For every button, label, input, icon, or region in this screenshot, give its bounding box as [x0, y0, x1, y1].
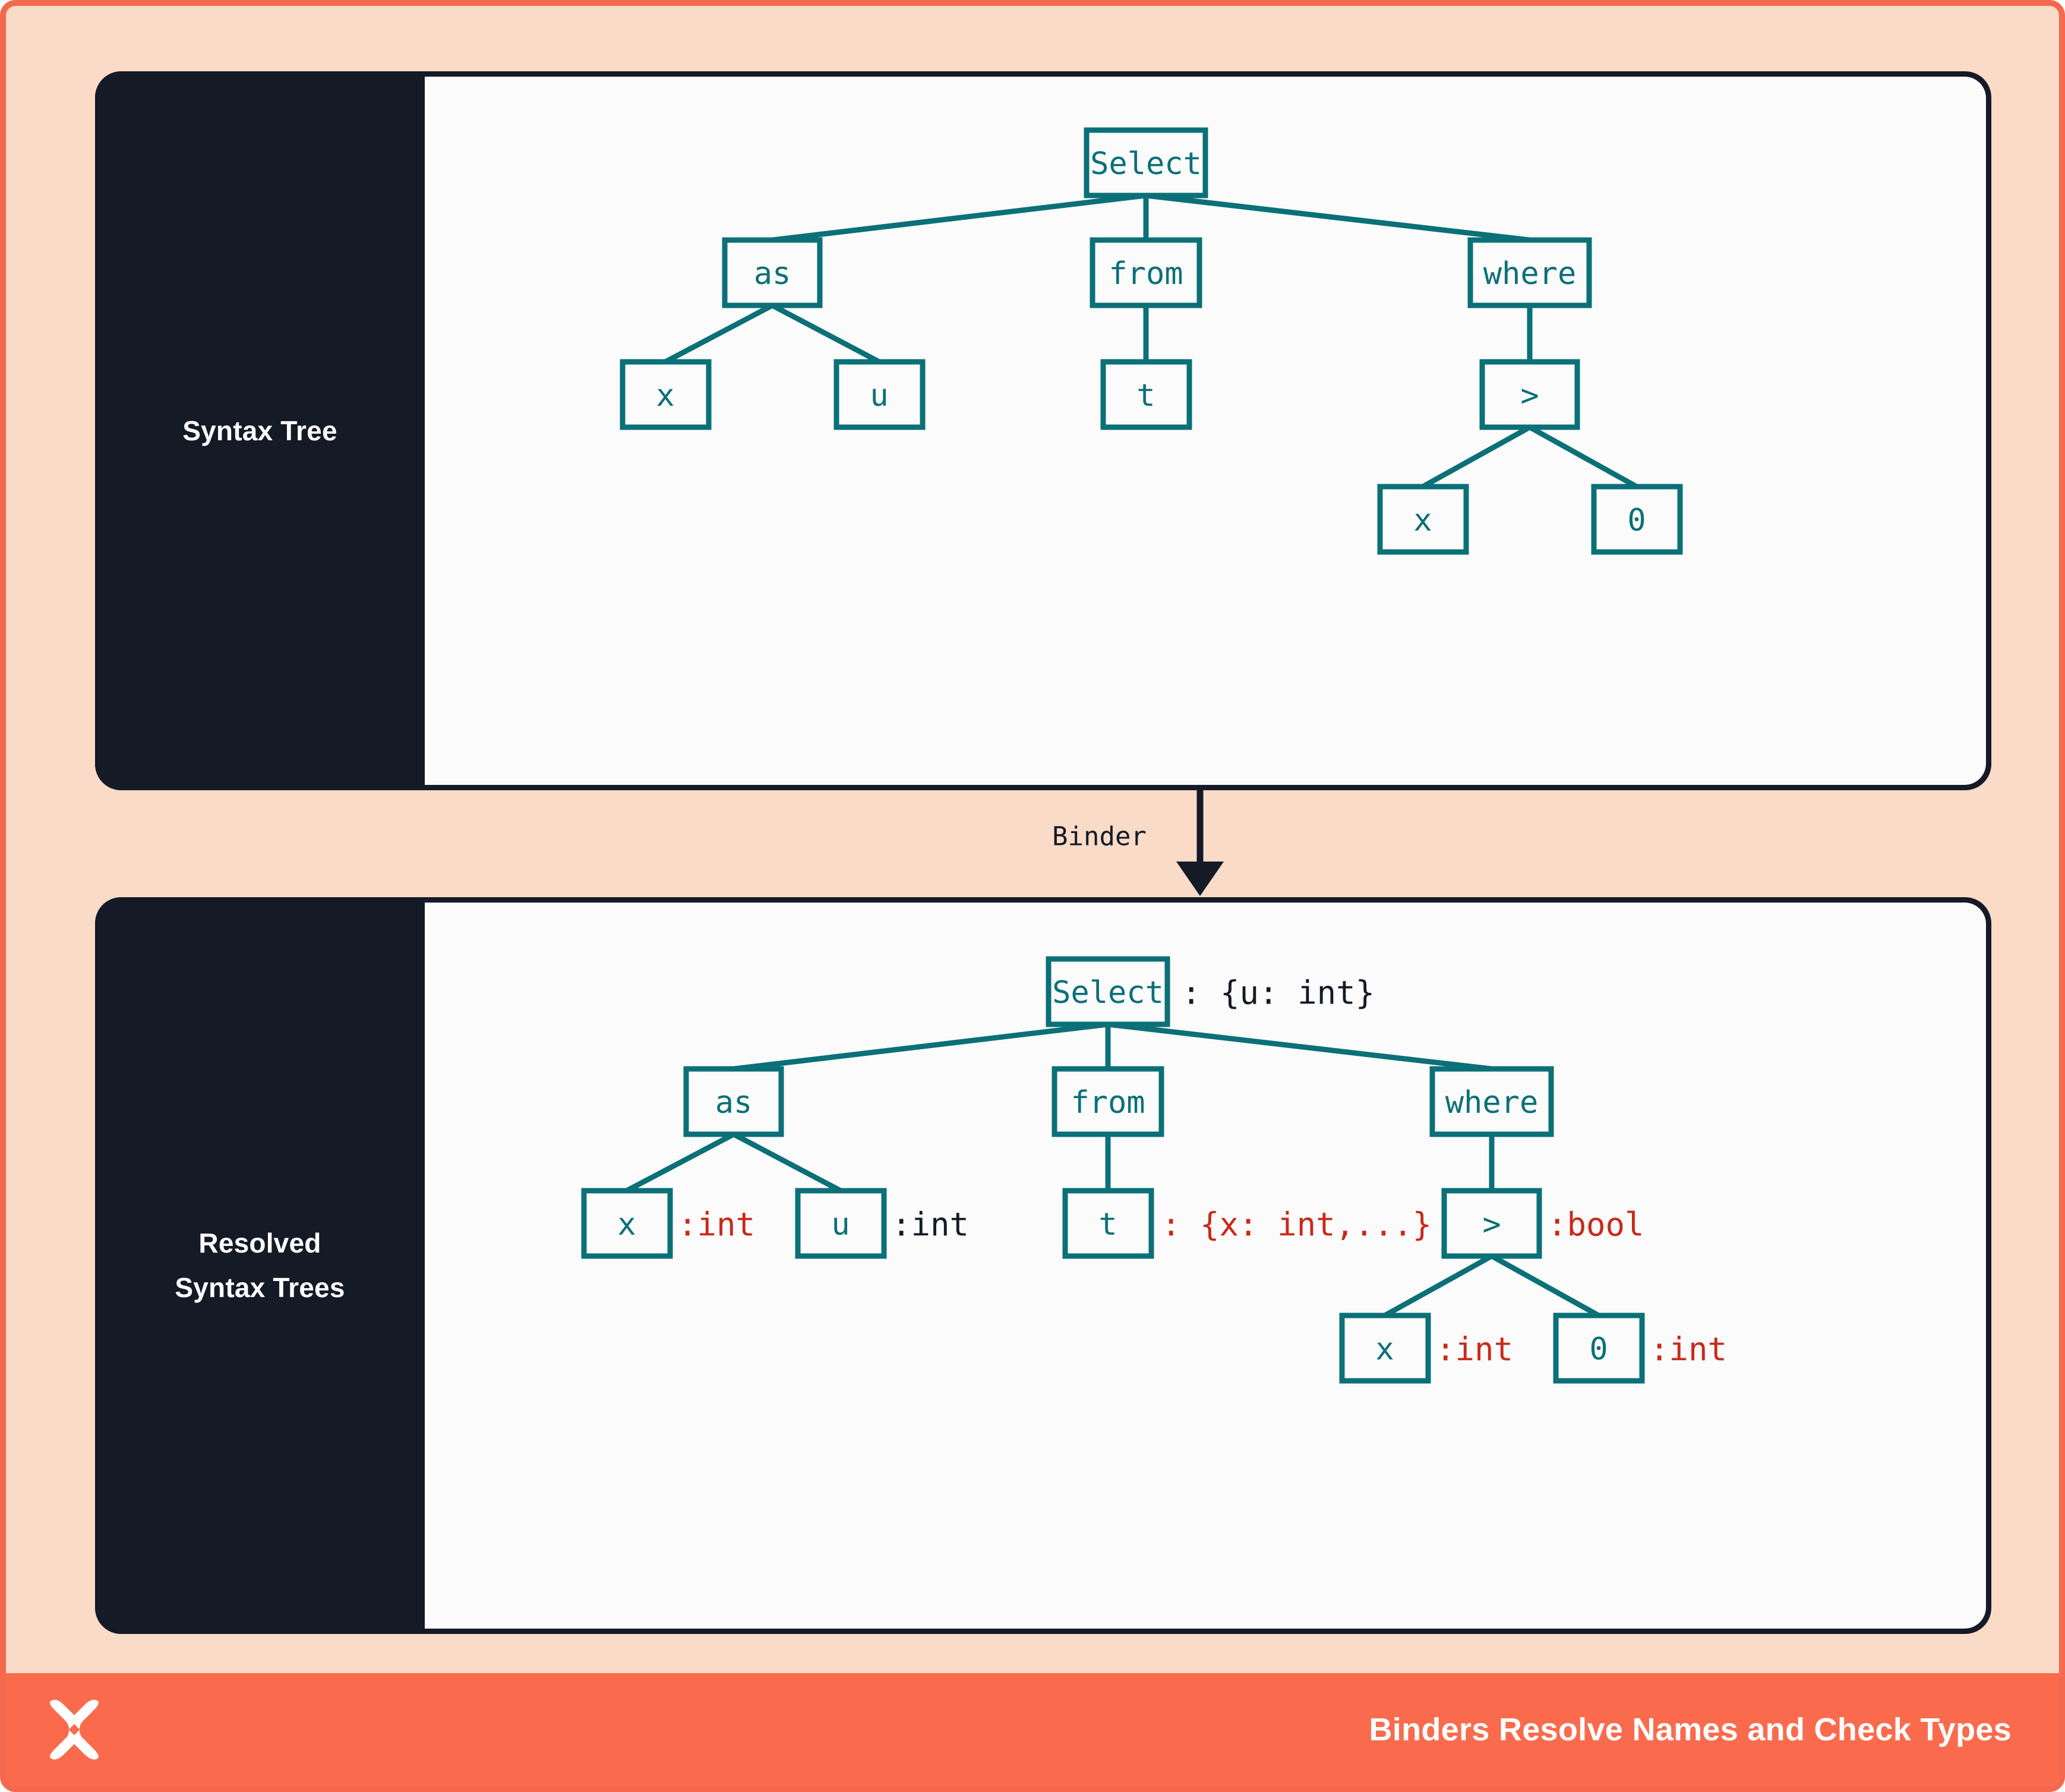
tree-node-greater-than[interactable]: >	[1479, 359, 1580, 430]
binder-connector: Binder	[95, 790, 1991, 897]
brand-logo[interactable]	[42, 1691, 119, 1768]
tree-node-label: u	[831, 1207, 850, 1242]
sidebar-label-line-2: Syntax Trees	[175, 1272, 345, 1303]
tree-node-label: where	[1445, 1085, 1539, 1121]
tree-node-label: 0	[1627, 503, 1646, 538]
resolved-tree-nodes: Select : {u: int} as from	[581, 956, 1727, 1384]
tree-node-select[interactable]: Select	[1046, 956, 1170, 1027]
tree-node-from[interactable]: from	[1090, 237, 1202, 308]
tree-node-label: x	[617, 1207, 636, 1242]
tree-node-as-x[interactable]: x	[581, 1188, 673, 1259]
tree-node-label: x	[1413, 503, 1432, 538]
x-butterfly-logo-icon	[50, 1699, 99, 1760]
tree-node-as[interactable]: as	[683, 1066, 784, 1137]
tree-node-annotation-select: : {u: int}	[1182, 974, 1375, 1012]
footer-bar: Binders Resolve Names and Check Types	[6, 1673, 2059, 1786]
tree-node-from[interactable]: from	[1052, 1066, 1164, 1137]
resolved-tree-edges	[625, 1021, 1600, 1318]
tree-node-label: from	[1109, 256, 1183, 292]
tree-node-label: from	[1071, 1085, 1145, 1121]
tree-node-as-u[interactable]: u	[795, 1188, 887, 1259]
tree-node-label: as	[754, 256, 791, 292]
tree-node-label: Select	[1052, 975, 1164, 1011]
tree-node-gt-zero[interactable]: 0	[1591, 484, 1683, 555]
tree-node-label: t	[1136, 378, 1155, 414]
down-arrow-icon	[1176, 790, 1224, 896]
tree-node-annotation-from-t: : {x: int,...}	[1161, 1206, 1432, 1244]
tree-node-where[interactable]: where	[1429, 1066, 1554, 1137]
syntax-tree-graphic: Select as from where	[620, 127, 1683, 555]
binder-label: Binder	[1052, 822, 1147, 852]
tree-node-annotation-as-x: :int	[678, 1206, 755, 1244]
tree-node-gt-zero[interactable]: 0	[1553, 1313, 1645, 1384]
tree-node-label: 0	[1589, 1332, 1608, 1367]
tree-node-label: u	[870, 378, 888, 414]
tree-node-label: as	[715, 1085, 753, 1121]
tree-node-annotation-gt: :bool	[1548, 1206, 1644, 1244]
tree-node-as[interactable]: as	[722, 237, 823, 308]
tree-node-from-t[interactable]: t	[1062, 1188, 1154, 1259]
syntax-tree-nodes: Select as from where	[620, 127, 1683, 555]
syntax-tree-edges	[664, 193, 1638, 489]
panel-resolved-syntax-trees-sidebar: Resolved Syntax Trees	[95, 897, 425, 1634]
tree-node-label: >	[1520, 378, 1539, 414]
tree-node-as-x[interactable]: x	[620, 359, 712, 430]
tree-node-annotation-as-u: :int	[892, 1206, 969, 1244]
tree-node-from-t[interactable]: t	[1100, 359, 1192, 430]
tree-node-greater-than[interactable]: >	[1441, 1188, 1542, 1259]
tree-node-select[interactable]: Select	[1084, 127, 1208, 198]
tree-node-annotation-gt-x: :int	[1436, 1331, 1513, 1368]
tree-node-gt-x[interactable]: x	[1377, 484, 1469, 555]
tree-node-label: x	[1375, 1332, 1394, 1367]
tree-node-gt-x[interactable]: x	[1339, 1313, 1431, 1384]
panel-resolved-syntax-trees-body: Select : {u: int} as from	[425, 903, 1986, 1629]
tree-node-label: x	[656, 378, 674, 414]
tree-node-label: t	[1098, 1207, 1117, 1242]
sidebar-label-line-1: Resolved	[198, 1228, 321, 1259]
tree-node-label: Select	[1090, 146, 1202, 182]
panel-syntax-tree-body: Select as from where	[425, 77, 1986, 785]
tree-node-annotation-gt-zero: :int	[1650, 1331, 1727, 1368]
footer-title: Binders Resolve Names and Check Types	[1369, 1712, 2012, 1747]
panel-syntax-tree: Syntax Tree	[95, 71, 1991, 790]
tree-node-where[interactable]: where	[1467, 237, 1592, 308]
tree-node-label: where	[1483, 256, 1577, 292]
panel-resolved-syntax-trees: Resolved Syntax Trees	[95, 897, 1991, 1634]
panel-resolved-syntax-trees-label: Resolved Syntax Trees	[175, 1221, 345, 1310]
panel-syntax-tree-label: Syntax Tree	[182, 415, 337, 446]
panel-syntax-tree-sidebar: Syntax Tree	[95, 71, 425, 790]
tree-node-label: >	[1482, 1207, 1501, 1242]
resolved-syntax-tree-graphic: Select : {u: int} as from	[581, 956, 1727, 1384]
tree-node-as-u[interactable]: u	[833, 359, 926, 430]
